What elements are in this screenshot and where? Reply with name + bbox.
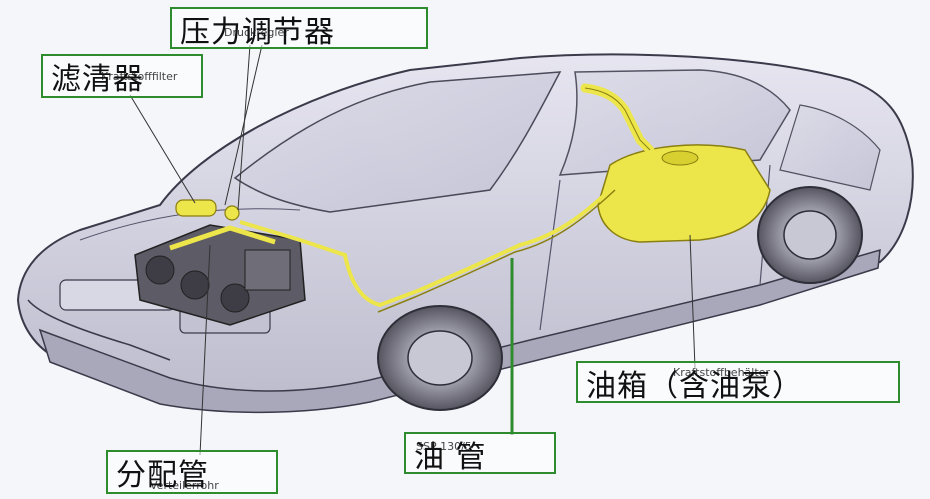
label-fuel-tank: Kraftstoffbehälter 油箱（含油泵） [576, 361, 900, 404]
label-distribution-pipe-de: Verteilerrohr [150, 479, 219, 492]
label-distribution-pipe: Verteilerrohr 分配管 [106, 450, 278, 494]
rear-wheel [757, 186, 863, 284]
label-fuel-tank-de: Kraftstoffbehälter [673, 366, 770, 379]
label-fuel-tank-zh: 油箱（含油泵） [586, 369, 803, 404]
pressure-regulator [224, 205, 240, 221]
label-filter: Kraftstofffilter 滤清器 [41, 54, 203, 98]
label-filter-zh: 滤清器 [51, 62, 144, 97]
fuel-filter [175, 199, 217, 217]
label-pressure-regulator-de: Druckregler [224, 26, 289, 39]
label-pressure-regulator-zh: 压力调节器 [180, 15, 335, 50]
front-wheel [377, 305, 503, 411]
label-fuel-pipe-zh: 油 管 [414, 440, 487, 475]
engine-block [134, 224, 306, 326]
fuel-line [239, 178, 622, 308]
label-filter-de: Kraftstofffilter [101, 70, 178, 83]
label-pressure-regulator: Druckregler 压力调节器 [170, 7, 428, 50]
fuel-system [169, 83, 771, 313]
label-distribution-pipe-zh: 分配管 [116, 458, 209, 493]
fuel-tank-shape [597, 144, 771, 243]
distribution-rail [169, 225, 276, 251]
label-fuel-pipe-de: SSP 130/5 [416, 440, 472, 453]
label-fuel-pipe: SSP 130/5 油 管 [404, 432, 556, 475]
leader-lines [129, 44, 696, 456]
